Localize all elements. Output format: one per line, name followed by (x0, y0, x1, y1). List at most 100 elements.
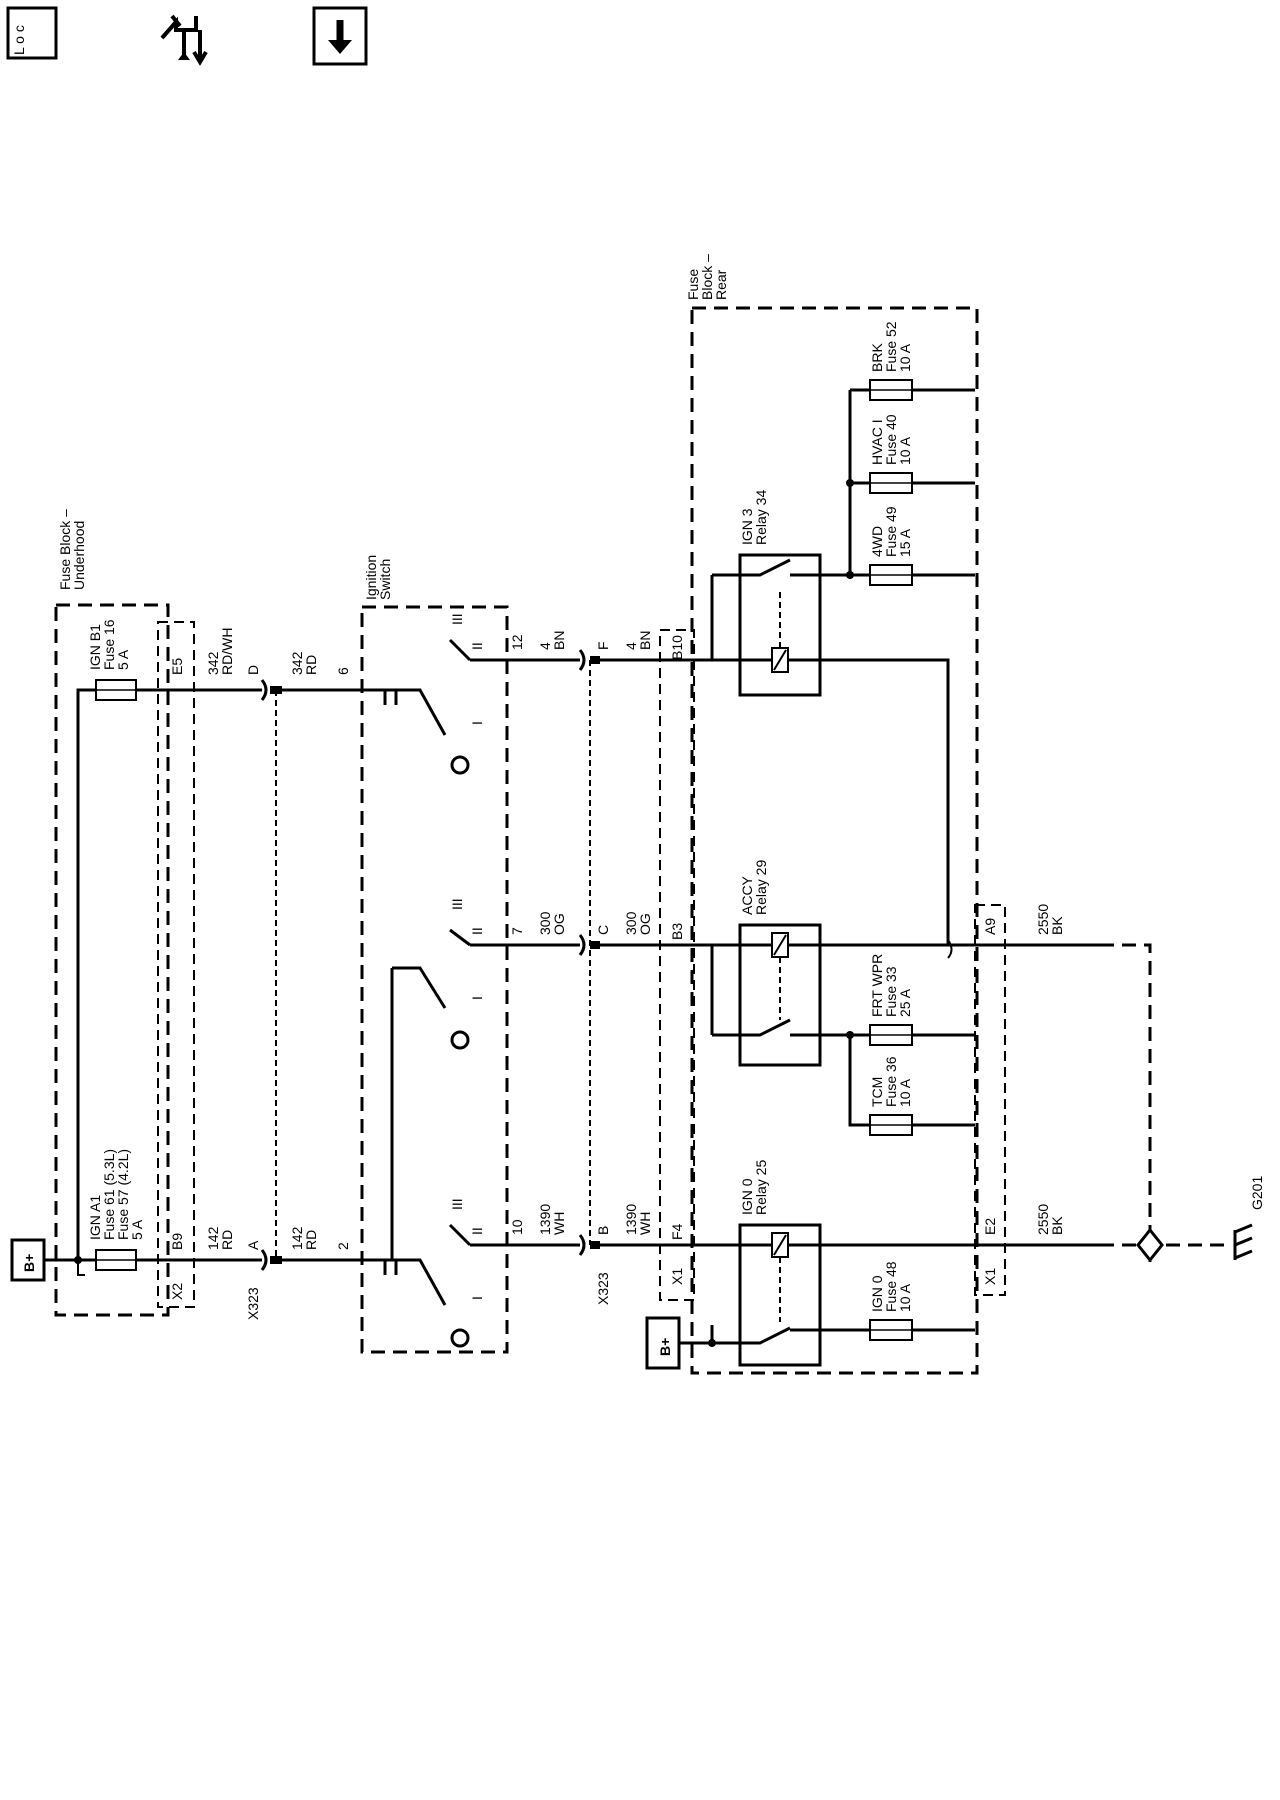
locator-button[interactable]: L o c (6, 6, 58, 60)
svg-text:RD/WH: RD/WH (219, 628, 235, 675)
fuse-block-underhood (54, 603, 170, 1317)
svg-text:10 A: 10 A (897, 343, 913, 372)
splice-diamond (1136, 1227, 1164, 1263)
svg-text:HVAC I: HVAC I (869, 419, 885, 465)
svg-text:10 A: 10 A (897, 1078, 913, 1107)
svg-text:OG: OG (551, 913, 567, 935)
svg-text:Fuse 16: Fuse 16 (101, 619, 117, 670)
svg-text:RD: RD (303, 655, 319, 675)
harness-routing-icon (160, 14, 208, 66)
svg-text:B10: B10 (669, 635, 685, 660)
relay-accy (738, 923, 822, 1067)
fuse-centerlines (96, 389, 912, 1331)
svg-text:WH: WH (551, 1212, 567, 1235)
switch-detents (275, 660, 591, 1260)
svg-text:BRK: BRK (869, 343, 885, 372)
svg-text:25 A: 25 A (897, 988, 913, 1017)
harness-routing-button[interactable] (150, 8, 214, 66)
svg-text:A9: A9 (982, 918, 998, 935)
svg-text:II: II (469, 642, 485, 650)
battery-positive-box-rear: B+ (645, 1316, 681, 1370)
relay-ign3 (738, 553, 822, 697)
svg-text:10: 10 (509, 1219, 525, 1235)
ground-hooks (77, 939, 953, 1343)
svg-text:IGN 3: IGN 3 (739, 508, 755, 545)
svg-text:B: B (595, 1226, 611, 1235)
svg-text:X1: X1 (669, 1268, 685, 1285)
ground-path (1100, 943, 1230, 1262)
fuse-block-rear-title: Fuse Block – Rear (685, 254, 729, 300)
svg-text:Fuse 33: Fuse 33 (883, 966, 899, 1017)
connector-x323-terminals (270, 656, 600, 1264)
svg-text:C: C (595, 925, 611, 935)
svg-text:III: III (449, 1198, 465, 1210)
svg-text:1390: 1390 (623, 1204, 639, 1235)
svg-text:BK: BK (1049, 916, 1065, 935)
svg-text:2550: 2550 (1035, 1204, 1051, 1235)
svg-text:4: 4 (537, 642, 553, 650)
svg-text:6: 6 (335, 667, 351, 675)
svg-text:III: III (449, 613, 465, 625)
svg-text:IGN 0: IGN 0 (739, 1178, 755, 1215)
svg-text:Relay 29: Relay 29 (753, 860, 769, 915)
svg-text:12: 12 (509, 634, 525, 650)
battery-positive-box-left: B+ (10, 1238, 46, 1282)
svg-text:Fuse 52: Fuse 52 (883, 321, 899, 372)
svg-text:II: II (469, 927, 485, 935)
svg-text:X1: X1 (982, 1268, 998, 1285)
svg-text:Ignition: Ignition (363, 555, 379, 600)
svg-text:Switch: Switch (377, 559, 393, 600)
labels: IGN B1 Fuse 16 5 A IGN A1 Fuse 61 (5.3L)… (87, 321, 1065, 1320)
ignition-switch-title: Ignition Switch (363, 555, 393, 600)
svg-text:B+: B+ (657, 1338, 673, 1356)
fuse-block-underhood-title: Fuse Block – Underhood (57, 509, 87, 590)
fuses (95, 379, 913, 1341)
svg-text:5 A: 5 A (115, 649, 131, 670)
switch-splice-marks (383, 690, 398, 1275)
relay-ign0 (738, 1223, 822, 1367)
svg-text:Fuse 57 (4.2L): Fuse 57 (4.2L) (115, 1149, 131, 1240)
svg-text:D: D (245, 665, 261, 675)
svg-text:BK: BK (1049, 1216, 1065, 1235)
svg-text:Fuse 48: Fuse 48 (883, 1261, 899, 1312)
svg-text:342: 342 (289, 651, 305, 675)
svg-text:Rear: Rear (713, 269, 729, 300)
ground-label-g201: G201 (1249, 1176, 1265, 1210)
svg-text:III: III (449, 898, 465, 910)
svg-text:RD: RD (219, 1230, 235, 1250)
svg-text:I: I (469, 721, 485, 725)
svg-text:Fuse 61 (5.3L): Fuse 61 (5.3L) (101, 1149, 117, 1240)
svg-text:I: I (469, 1296, 485, 1300)
svg-text:ACCY: ACCY (739, 875, 755, 915)
svg-text:L o c: L o c (11, 25, 27, 55)
svg-text:4WD: 4WD (869, 526, 885, 557)
wires (44, 388, 1100, 1345)
svg-text:IGN B1: IGN B1 (87, 624, 103, 670)
down-arrow-button[interactable] (312, 6, 368, 66)
connector-x2-bracket (157, 621, 195, 1308)
svg-text:Relay 34: Relay 34 (753, 490, 769, 545)
connector-x1-bracket (659, 629, 695, 1301)
svg-text:142: 142 (289, 1226, 305, 1250)
svg-text:IGN 0: IGN 0 (869, 1275, 885, 1312)
svg-text:BN: BN (637, 631, 653, 650)
ignition-switch-box (360, 605, 509, 1354)
svg-text:F4: F4 (669, 1223, 685, 1240)
svg-text:OG: OG (637, 913, 653, 935)
svg-text:10 A: 10 A (897, 436, 913, 465)
svg-text:Fuse 40: Fuse 40 (883, 414, 899, 465)
svg-text:7: 7 (509, 927, 525, 935)
down-arrow-icon (328, 20, 352, 54)
svg-text:Fuse 36: Fuse 36 (883, 1056, 899, 1107)
svg-text:WH: WH (637, 1212, 653, 1235)
svg-text:BN: BN (551, 631, 567, 650)
junction-dots (74, 479, 854, 1347)
svg-text:Fuse: Fuse (685, 269, 701, 300)
svg-text:F: F (595, 641, 611, 650)
svg-text:1390: 1390 (537, 1204, 553, 1235)
svg-text:X323: X323 (245, 1287, 261, 1320)
svg-text:B9: B9 (169, 1233, 185, 1250)
connector-x323-pins (260, 649, 586, 1271)
svg-text:2550: 2550 (1035, 904, 1051, 935)
